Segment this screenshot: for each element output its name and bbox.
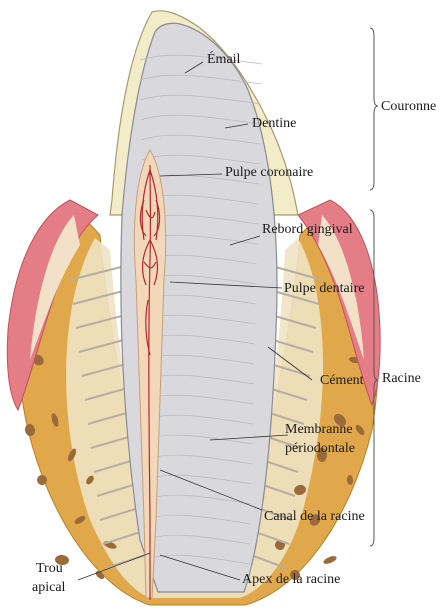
- label-racine: Racine: [382, 371, 421, 387]
- label-dentine: Dentine: [252, 116, 296, 132]
- label-canal: Canal de la racine: [264, 509, 365, 525]
- label-trou-line2: apical: [32, 580, 65, 596]
- label-apex: Apex de la racine: [242, 572, 340, 588]
- label-couronne: Couronne: [381, 99, 436, 115]
- label-membranne-line2: périodontale: [285, 441, 355, 457]
- label-pulpe-coronaire: Pulpe coronaire: [225, 165, 313, 181]
- label-trou-line1: Trou: [36, 561, 63, 577]
- label-membranne-line1: Membranne: [285, 422, 353, 438]
- label-pulpe-dentaire: Pulpe dentaire: [284, 281, 364, 297]
- label-rebord-gingival: Rebord gingival: [262, 222, 353, 238]
- label-email: Émail: [207, 52, 240, 68]
- label-cement: Cément: [320, 373, 364, 389]
- bracket-couronne: [370, 28, 378, 190]
